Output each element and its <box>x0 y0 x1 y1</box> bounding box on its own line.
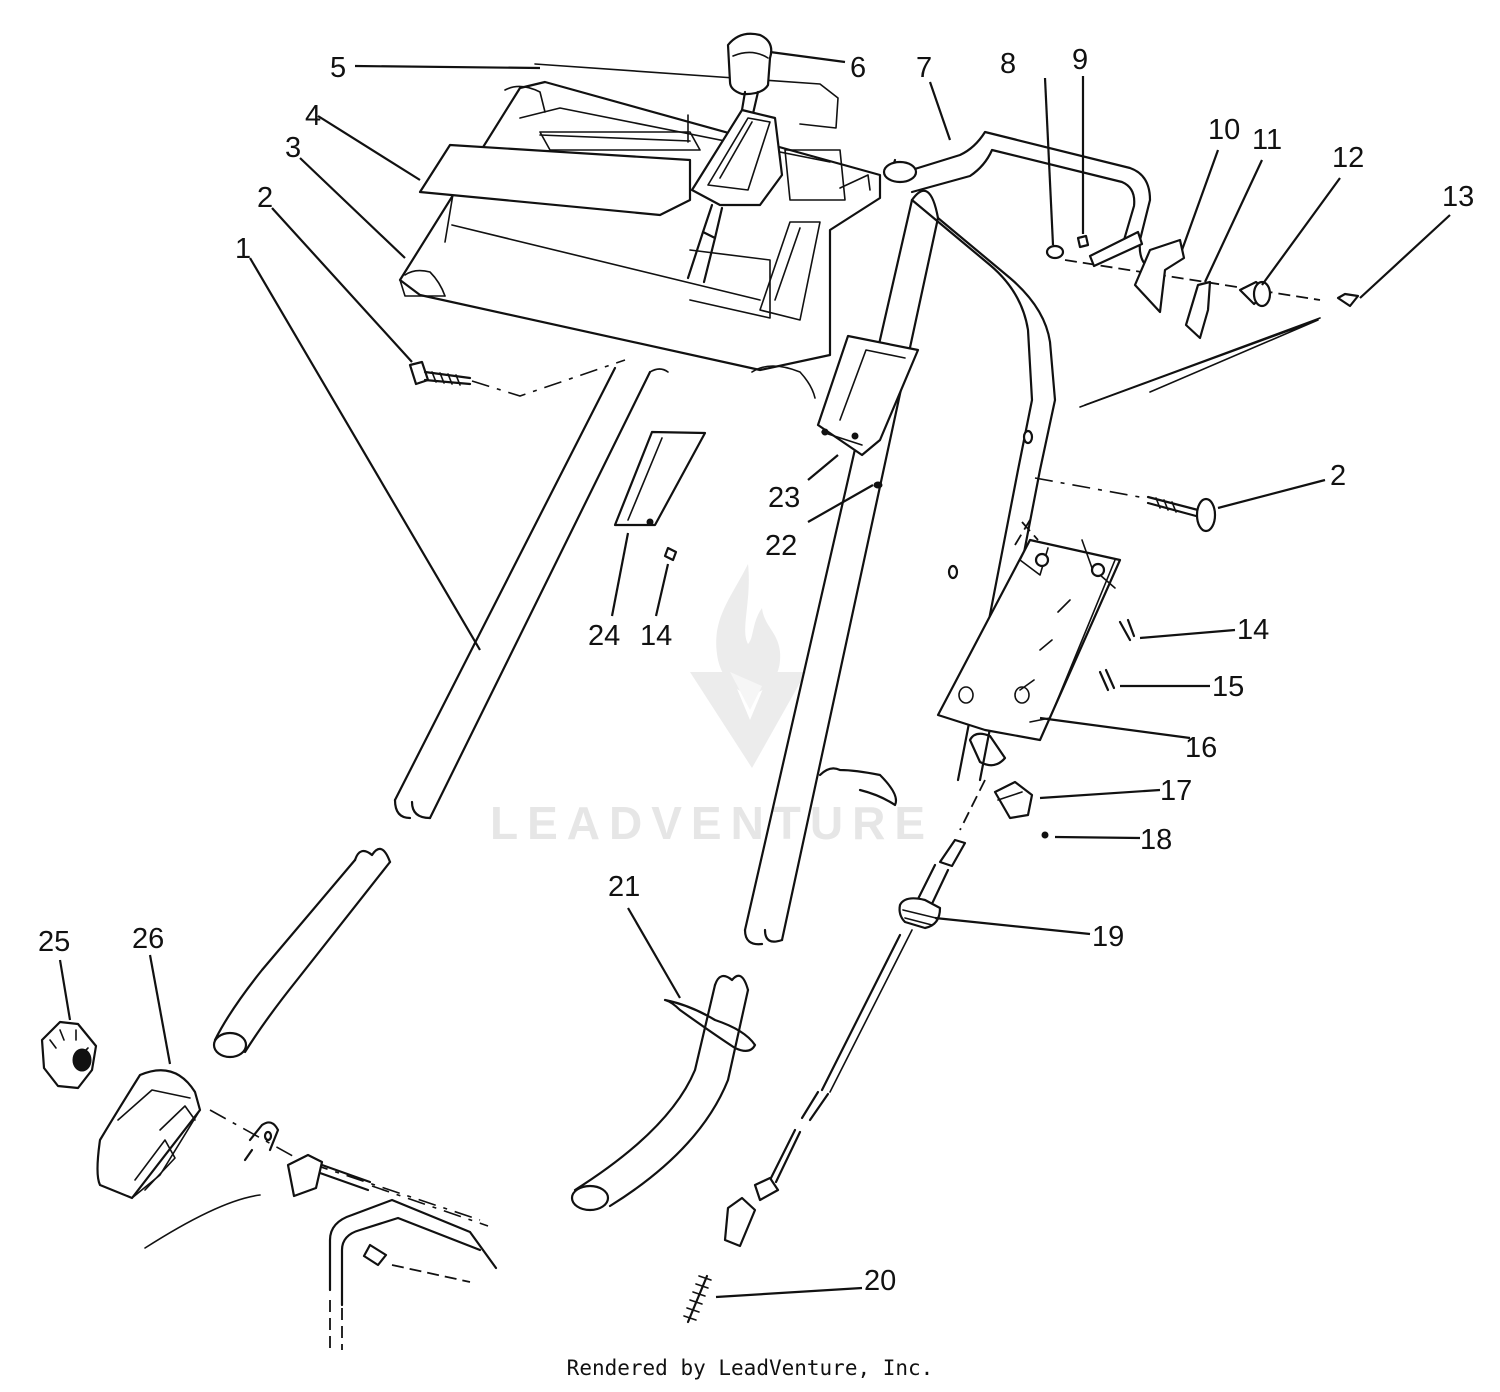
callout-3: 3 <box>285 132 302 164</box>
shift-lever <box>686 32 784 284</box>
lower-handle-tube <box>393 366 669 820</box>
control-cable <box>723 838 967 1248</box>
handle-clip <box>663 767 898 1052</box>
callout-5: 5 <box>330 52 347 84</box>
callout-24: 24 <box>588 620 621 652</box>
callout-23: 23 <box>768 482 801 514</box>
callout-4: 4 <box>305 100 322 132</box>
callout-25: 25 <box>38 926 71 958</box>
callout-2: 2 <box>257 182 274 214</box>
footer-credit: Rendered by LeadVenture, Inc. <box>566 1356 934 1380</box>
right-handle-tube <box>743 189 1057 946</box>
carriage-bolt-right <box>1034 477 1217 533</box>
callout-20: 20 <box>864 1265 897 1297</box>
callout-2-right: 2 <box>1330 460 1347 492</box>
cable-clip <box>993 780 1049 839</box>
callout-17: 17 <box>1160 775 1193 807</box>
callout-13: 13 <box>1442 181 1475 213</box>
bail-linkage <box>1045 230 1360 408</box>
handle-bracket <box>816 334 920 489</box>
callout-14-left: 14 <box>640 620 673 652</box>
leader-lines <box>58 50 1451 1299</box>
callout-26: 26 <box>132 923 165 955</box>
callout-15: 15 <box>1212 671 1245 703</box>
callout-9: 9 <box>1072 44 1089 76</box>
spring <box>683 1274 712 1324</box>
screw-right <box>1098 618 1136 692</box>
control-bracket <box>936 519 1122 831</box>
watermark-brand-text: LEADVENTURE <box>490 797 935 849</box>
callout-18: 18 <box>1140 824 1173 856</box>
callout-12: 12 <box>1332 142 1365 174</box>
housing <box>96 1069 481 1221</box>
lower-linkage <box>144 1121 498 1350</box>
right-lower-tube <box>570 974 750 1212</box>
callout-10: 10 <box>1208 114 1241 146</box>
callout-14-right: 14 <box>1237 614 1270 646</box>
callout-11: 11 <box>1252 124 1283 156</box>
upper-handle <box>882 130 1152 270</box>
callout-16: 16 <box>1185 732 1218 764</box>
leadventure-logo-watermark <box>690 560 810 775</box>
callout-19: 19 <box>1092 921 1125 953</box>
callout-1: 1 <box>235 233 252 265</box>
callout-8: 8 <box>1000 48 1017 80</box>
cable-guide <box>613 430 707 562</box>
callout-22: 22 <box>765 530 798 562</box>
callout-6: 6 <box>850 52 867 84</box>
knob <box>40 1020 98 1090</box>
callout-21: 21 <box>608 871 641 903</box>
left-lower-tube <box>212 847 392 1059</box>
callout-7: 7 <box>916 52 933 84</box>
carriage-bolt-left <box>408 359 626 397</box>
control-panel <box>398 63 882 399</box>
